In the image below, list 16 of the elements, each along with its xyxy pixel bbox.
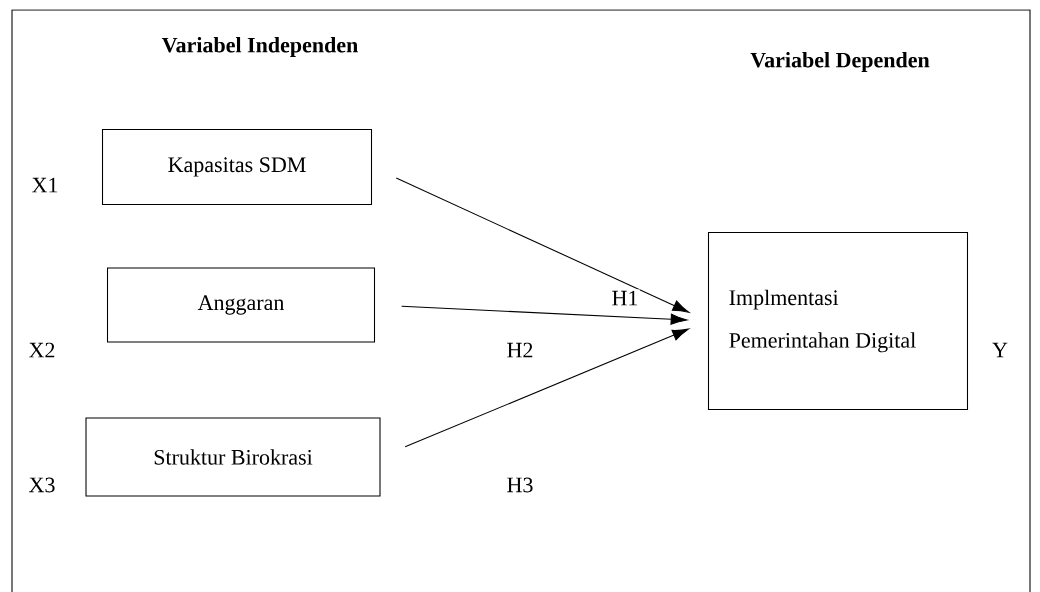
hypothesis-label: H2 xyxy=(505,341,535,359)
variable-code: Y xyxy=(992,342,1008,358)
variable-code: X3 xyxy=(29,477,55,493)
column-heading: Variabel Independen xyxy=(161,37,358,57)
arrow xyxy=(395,177,690,313)
variable-code: X2 xyxy=(29,342,55,358)
arrow xyxy=(401,305,688,325)
variable-box: Kapasitas SDM xyxy=(101,128,373,206)
column-heading: Variabel Dependen xyxy=(750,52,930,72)
variable-box: Implmentasi Pemerintahan Digital xyxy=(707,231,969,411)
variable-box: Anggaran xyxy=(106,267,376,343)
variable-box: Struktur Birokrasi xyxy=(85,417,381,497)
variable-code: X1 xyxy=(32,177,58,193)
hypothesis-label: H1 xyxy=(610,289,640,307)
hypothesis-label: H3 xyxy=(505,476,535,494)
arrow xyxy=(404,328,689,448)
